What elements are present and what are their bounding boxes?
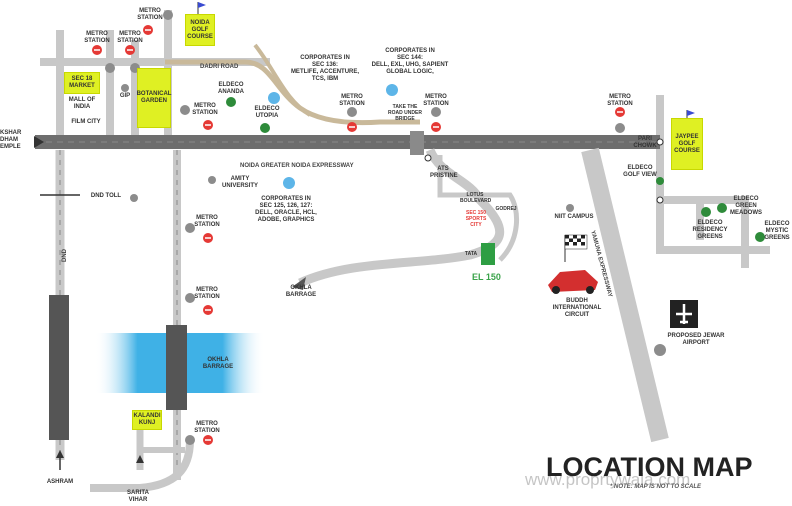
label-mall-of-india: MALL OF INDIA (68, 97, 96, 110)
label-jewar-airport: PROPOSED JEWAR AIRPORT (667, 333, 725, 346)
label-metro-s3: METRO STATION (194, 421, 220, 434)
scale-note: * NOTE: MAP IS NOT TO SCALE (610, 484, 702, 490)
label-metro-top: METRO STATION (137, 8, 163, 21)
label-eldeco-golf-view: ELDECO GOLF VIEW (623, 165, 657, 178)
label-niit: NIIT CAMPUS (554, 214, 594, 220)
label-metro-mid2: METRO STATION (339, 94, 365, 107)
label-eldeco-ananda: ELDECO ANANDA (218, 82, 244, 95)
label-metro-s1: METRO STATION (194, 215, 220, 228)
label-ats: ATS PRISTINE (430, 166, 458, 179)
globe-icons (268, 84, 398, 189)
label-eldeco-mystic: ELDECO MYSTIC GREENS (764, 221, 790, 241)
label-dnd: DND (62, 249, 68, 262)
label-amity: AMITY UNIVERSITY (221, 176, 258, 189)
kalandi-kunj: KALANDI KUNJ (132, 410, 162, 430)
eldeco-dots (226, 97, 765, 242)
label-eldeco-utopia: ELDECO UTOPIA (254, 106, 280, 119)
label-gip: GIP (119, 93, 131, 99)
label-sarita-vihar: SARITA VIHAR (127, 490, 149, 503)
label-pari-chowk: PARI CHOWK (633, 136, 657, 149)
label-metro-left1: METRO STATION (84, 31, 110, 44)
label-akshardham: KSHAR DHAM EMPLE (0, 130, 22, 150)
label-take-road: TAKE THE ROAD UNDER BRIDGE (388, 104, 422, 122)
label-sports-city: SEC 150 SPORTS CITY (465, 210, 487, 228)
label-corp-136: CORPORATES IN SEC 136: METLIFE, ACCENTUR… (290, 55, 360, 82)
label-film-city: FILM CITY (71, 119, 101, 125)
map-title: LOCATION MAP (546, 452, 753, 482)
label-lotus: LOTUS BOULEVARD (460, 192, 492, 204)
watermark: www.proprtywala.com (525, 470, 691, 489)
botanical-garden: BOTANICAL GARDEN (137, 68, 171, 128)
label-tata: TATA (464, 251, 478, 257)
label-metro-mid1: METRO STATION (192, 103, 218, 116)
noida-golf-course: NOIDA GOLF COURSE (185, 14, 215, 46)
label-corp-125: CORPORATES IN SEC 125, 126, 127: DELL, O… (255, 196, 317, 223)
label-ashram: ASHRAM (46, 479, 74, 485)
sphere-markers (105, 10, 666, 445)
label-eldeco-green-meadows: ELDECO GREEN MEADOWS (730, 196, 762, 216)
label-metro-mid3: METRO STATION (423, 94, 449, 107)
label-okhla-barrage-water: OKHLA BARRAGE (202, 357, 234, 370)
jaypee-golf-course: JAYPEE GOLF COURSE (671, 118, 703, 170)
sec18-market: SEC 18 MARKET (64, 72, 100, 94)
label-metro-s2: METRO STATION (194, 287, 220, 300)
label-metro-right: METRO STATION (607, 94, 633, 107)
label-godrej: GODREJ (495, 206, 517, 212)
el150-plot (481, 243, 495, 265)
label-dnd-toll: DND TOLL (90, 193, 122, 199)
label-expressway: NOIDA GREATER NOIDA EXPRESSWAY (240, 163, 354, 169)
airplane-icon (670, 300, 698, 328)
label-buddh-circuit: BUDDH INTERNATIONAL CIRCUIT (552, 298, 602, 318)
label-el150: EL 150 (472, 272, 501, 282)
label-dadri-road: DADRI ROAD (200, 64, 239, 70)
yamuna-expressway (581, 147, 669, 443)
label-okhla-barrage-road: OKHLA BARRAGE (285, 285, 317, 298)
label-metro-left2: METRO STATION (117, 31, 143, 44)
label-corp-144: CORPORATES IN SEC 144: DELL, EXL, UHG, S… (371, 48, 449, 75)
race-icon (548, 234, 598, 294)
label-eldeco-residency: ELDECO RESIDENCY GREENS (692, 220, 728, 240)
